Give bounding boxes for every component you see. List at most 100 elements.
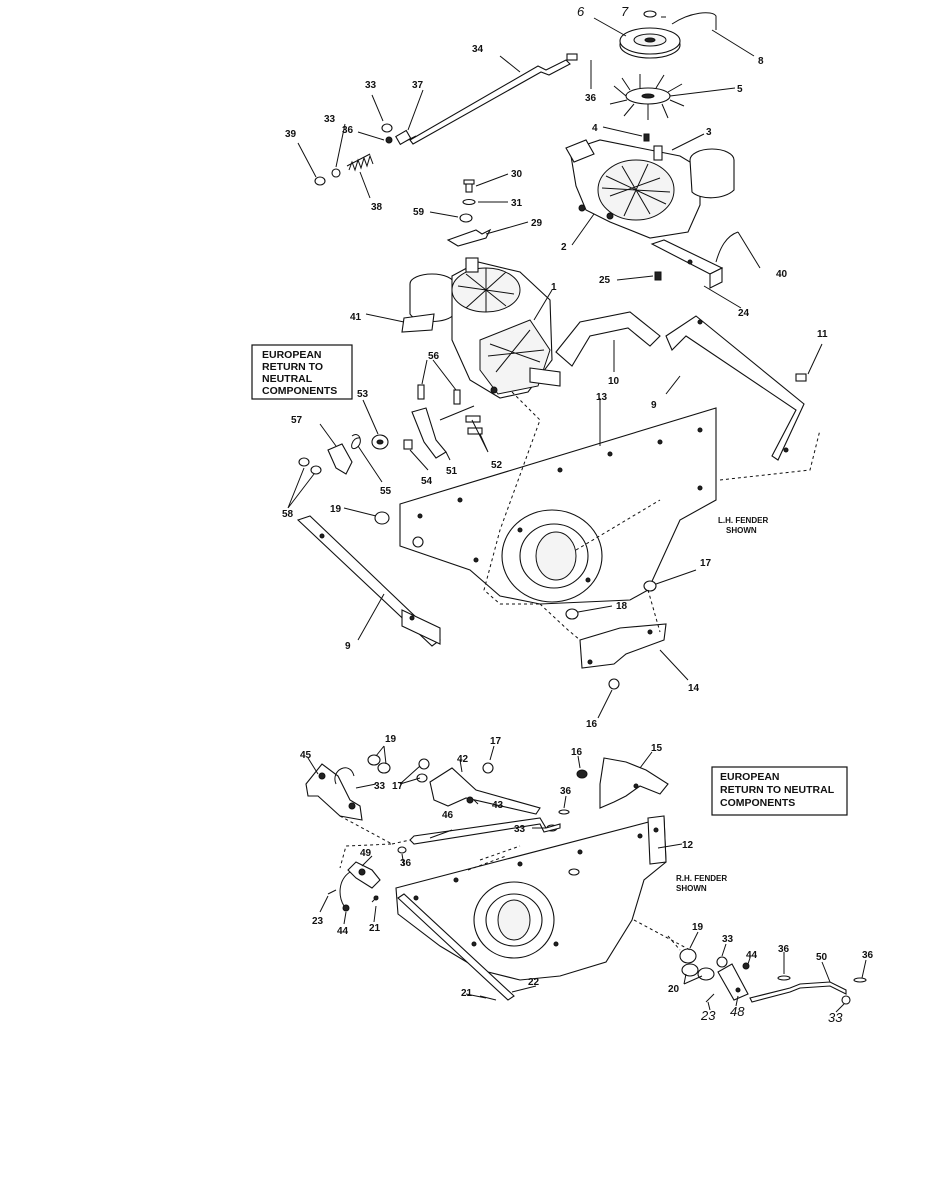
box-right-line-1: EUROPEAN xyxy=(720,771,780,783)
key-part-7 xyxy=(643,10,657,18)
callout-2: 2 xyxy=(561,242,567,253)
callout-16-a: 16 xyxy=(586,719,598,730)
callout-45: 45 xyxy=(300,750,312,761)
bolt-washer-stack xyxy=(429,173,529,247)
bolt-11 xyxy=(795,373,807,382)
hydrostatic-transmission-lh xyxy=(409,257,561,399)
callout-9-a: 9 xyxy=(651,400,657,411)
callout-43: 43 xyxy=(492,800,504,811)
callout-36-c: 36 xyxy=(560,786,572,797)
callout-9-b: 9 xyxy=(345,641,351,652)
control-rod-34 xyxy=(399,53,578,145)
callout-48: 48 xyxy=(730,1004,745,1019)
callout-1: 1 xyxy=(551,282,557,293)
bracket-24 xyxy=(650,239,724,289)
callout-25: 25 xyxy=(599,275,611,286)
callout-38: 38 xyxy=(371,202,383,213)
callout-11: 11 xyxy=(817,329,828,340)
rod-46 xyxy=(409,817,561,845)
callout-36-b: 36 xyxy=(342,125,354,136)
bracket-15 xyxy=(599,757,669,809)
callout-23-b: 23 xyxy=(700,1008,716,1023)
euro-box-left: EUROPEAN RETURN TO NEUTRAL COMPONENTS xyxy=(251,344,353,400)
fender-notes-rh: R.H. FENDER SHOWN xyxy=(676,874,727,893)
callout-17-c: 17 xyxy=(490,736,502,747)
bracket-10 xyxy=(555,311,661,367)
callout-10: 10 xyxy=(608,376,620,387)
callout-12: 12 xyxy=(682,840,694,851)
callout-33-f: 33 xyxy=(828,1010,843,1025)
fender-notes-lh: L.H. FENDER SHOWN xyxy=(718,516,768,535)
callout-42: 42 xyxy=(457,754,469,765)
box-left-line-1: EUROPEAN xyxy=(262,349,322,361)
rh-rod-hardware xyxy=(679,948,867,1005)
callout-59: 59 xyxy=(413,207,425,218)
callout-16-b: 16 xyxy=(571,747,583,758)
callout-46: 46 xyxy=(442,810,454,821)
clip-36-rh xyxy=(397,846,407,854)
callout-15: 15 xyxy=(651,743,663,754)
callout-54: 54 xyxy=(421,476,433,487)
callout-33-a: 33 xyxy=(365,80,377,91)
small-hardware-rh-left xyxy=(327,889,379,912)
callout-23-a: 23 xyxy=(312,916,324,927)
box-left-line-4: COMPONENTS xyxy=(262,385,337,397)
callout-19-c: 19 xyxy=(692,922,704,933)
callout-33-b: 33 xyxy=(324,114,336,125)
callout-50: 50 xyxy=(816,952,828,963)
strap-9-left xyxy=(296,515,441,647)
bolt-4 xyxy=(643,133,650,142)
callout-49: 49 xyxy=(360,848,372,859)
bolt-25 xyxy=(654,271,662,281)
callout-19-b: 19 xyxy=(385,734,397,745)
shaft-22 xyxy=(397,893,515,1001)
bracket-14 xyxy=(579,623,667,669)
fender-rh xyxy=(395,815,667,981)
hydrostatic-transmission-rh xyxy=(565,139,735,239)
bushing-19-left xyxy=(374,511,390,525)
callout-44-b: 44 xyxy=(746,950,758,961)
box-left-line-3: NEUTRAL xyxy=(262,373,313,385)
fender-lh xyxy=(399,407,717,605)
callout-57: 57 xyxy=(291,415,303,426)
callout-44-a: 44 xyxy=(337,926,349,937)
bracket-45 xyxy=(305,763,363,821)
callout-20: 20 xyxy=(668,984,680,995)
callout-30: 30 xyxy=(511,169,523,180)
callout-21-b: 21 xyxy=(461,988,473,999)
callout-8: 8 xyxy=(758,56,764,67)
rod-hardware-group xyxy=(297,89,424,199)
callout-7: 7 xyxy=(621,4,629,19)
callout-33-e: 33 xyxy=(722,934,734,945)
callout-31: 31 xyxy=(511,198,523,209)
callout-51: 51 xyxy=(446,466,458,477)
bushings-17-rh xyxy=(416,758,430,783)
callout-21-a: 21 xyxy=(369,923,381,934)
callout-14: 14 xyxy=(688,683,700,694)
note-rh-line-2: SHOWN xyxy=(676,884,707,893)
cooling-fan xyxy=(609,74,685,120)
callout-29: 29 xyxy=(531,218,543,229)
callout-3: 3 xyxy=(706,127,712,138)
arm-42 xyxy=(429,767,541,815)
bolts-lh xyxy=(565,569,697,620)
callout-40: 40 xyxy=(776,269,788,280)
callout-17-a: 17 xyxy=(700,558,712,569)
return-to-neutral-parts-lh xyxy=(287,359,489,509)
callout-58: 58 xyxy=(282,509,294,520)
box-right-line-3: COMPONENTS xyxy=(720,797,795,809)
callout-37: 37 xyxy=(412,80,424,91)
callout-53: 53 xyxy=(357,389,369,400)
callout-18: 18 xyxy=(616,601,628,612)
strap-9-right xyxy=(665,315,805,461)
callout-24: 24 xyxy=(738,308,750,319)
bushings-19-rh xyxy=(367,754,391,774)
callout-33-c: 33 xyxy=(374,781,386,792)
callout-52: 52 xyxy=(491,460,503,471)
plate-41 xyxy=(401,313,435,333)
callout-13: 13 xyxy=(596,392,608,403)
bolt-16-lh xyxy=(608,678,620,690)
callout-33-d: 33 xyxy=(514,824,526,835)
callout-36-a: 36 xyxy=(585,93,597,104)
